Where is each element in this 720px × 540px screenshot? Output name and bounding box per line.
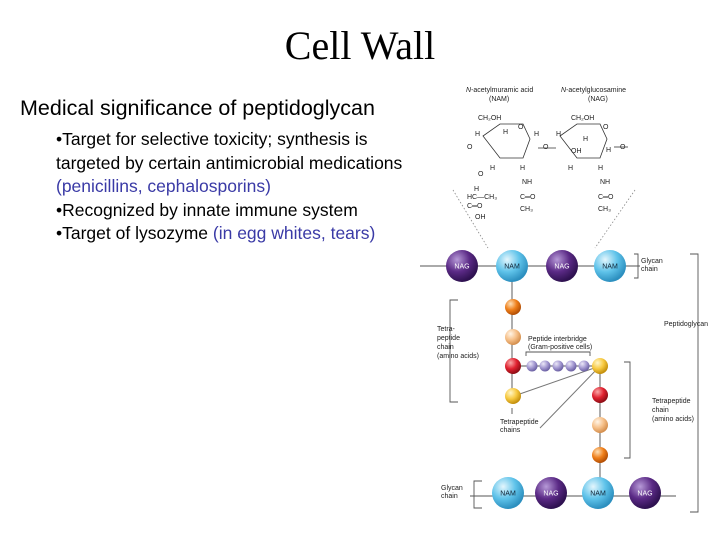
nam-label: NAM — [504, 264, 520, 271]
amino-acid — [505, 388, 521, 404]
right-tetrapeptide — [592, 358, 608, 463]
nag-sphere — [546, 250, 578, 282]
svg-text:O: O — [478, 171, 484, 178]
peptide-interbridge-label: (Gram-positive cells) — [528, 344, 592, 351]
tetrapeptide-right-label: (amino acids) — [652, 416, 694, 423]
left-tetrapeptide — [505, 299, 521, 404]
svg-text:H: H — [503, 129, 508, 136]
svg-text:H: H — [490, 165, 495, 172]
glycan-chain-top-label: chain — [641, 266, 658, 273]
svg-text:H: H — [474, 186, 479, 193]
tetrapeptide-chains-label: Tetrapeptide — [500, 419, 539, 426]
bullet-highlight: (in egg whites, tears) — [212, 223, 376, 244]
svg-text:C═O: C═O — [467, 203, 483, 210]
tetrapeptide-right-label: Tetrapeptide — [652, 398, 691, 405]
amino-acid — [505, 329, 521, 345]
svg-text:O: O — [467, 144, 473, 151]
tetra-peptide-label: chain — [437, 344, 454, 351]
svg-text:C═O: C═O — [520, 194, 536, 201]
svg-text:CH₃: CH₃ — [598, 206, 611, 213]
svg-text:HC—CH₃: HC—CH₃ — [467, 194, 497, 201]
top-glycan-chain: NAG NAM NAG NAM — [446, 250, 626, 282]
svg-text:CH₂OH: CH₂OH — [478, 115, 501, 122]
amino-acid — [592, 387, 608, 403]
svg-text:H: H — [568, 165, 573, 172]
svg-text:H: H — [475, 131, 480, 138]
nam-label: NAM — [602, 264, 618, 271]
bullet-item: •Target for selective toxicity; synthesi… — [56, 128, 426, 199]
amino-acid — [505, 299, 521, 315]
svg-text:H: H — [598, 165, 603, 172]
svg-text:NH: NH — [600, 179, 610, 186]
nag-label: NAG — [554, 264, 569, 271]
chemical-structure: N-acetylmuramic acid (NAM) N-acetylgluco… — [466, 87, 628, 221]
peptidoglycan-label: Peptidoglycan — [664, 321, 708, 328]
nam-structure-abbr: (NAM) — [489, 96, 509, 103]
nag-structure-abbr: (NAG) — [588, 96, 608, 103]
nam-label: NAM — [500, 491, 516, 498]
nag-sphere — [535, 477, 567, 509]
nam-sphere — [582, 477, 614, 509]
svg-text:O: O — [603, 124, 609, 131]
bullet-text: •Recognized by innate immune system — [56, 199, 358, 220]
peptide-interbridge — [526, 360, 590, 372]
peptide-interbridge-label: Peptide interbridge — [528, 336, 587, 343]
tetrapeptide-right-label: chain — [652, 407, 669, 414]
bullet-list: •Target for selective toxicity; synthesi… — [56, 128, 426, 246]
svg-text:CH₂OH: CH₂OH — [571, 115, 594, 122]
svg-text:H: H — [606, 147, 611, 154]
glycan-chain-top-label: Glycan — [641, 258, 663, 265]
slide-heading: Medical significance of peptidoglycan — [20, 96, 375, 120]
svg-text:O: O — [543, 144, 549, 151]
glycan-chain-bottom-label: Glycan — [441, 485, 463, 492]
svg-text:H: H — [583, 136, 588, 143]
nam-label: NAM — [590, 491, 606, 498]
amino-acid — [592, 417, 608, 433]
svg-text:OH: OH — [475, 214, 486, 221]
tetra-peptide-label: peptide — [437, 335, 460, 342]
svg-text:H: H — [534, 131, 539, 138]
nag-label: NAG — [637, 491, 652, 498]
tetra-peptide-label: Tetra- — [437, 326, 456, 333]
nag-label: NAG — [454, 264, 469, 271]
svg-text:OH: OH — [571, 148, 582, 155]
nag-label: NAG — [543, 491, 558, 498]
svg-text:H: H — [520, 165, 525, 172]
bullet-text: •Target of lysozyme — [56, 223, 213, 244]
svg-text:CH₃: CH₃ — [520, 206, 533, 213]
nam-sphere — [594, 250, 626, 282]
bullet-highlight: (penicillins, cephalosporins) — [56, 176, 271, 197]
amino-acid — [592, 447, 608, 463]
nam-sphere — [492, 477, 524, 509]
bottom-glycan-chain: NAM NAG NAM NAG — [492, 477, 661, 509]
svg-text:O: O — [620, 144, 626, 151]
bullet-item: •Target of lysozyme (in egg whites, tear… — [56, 222, 426, 246]
svg-text:NH: NH — [522, 179, 532, 186]
svg-text:O: O — [518, 124, 524, 131]
nag-sphere — [629, 477, 661, 509]
tetrapeptide-chains-label: chains — [500, 427, 521, 434]
slide-title: Cell Wall — [284, 23, 436, 68]
bullet-text: •Target for selective toxicity; synthesi… — [56, 129, 403, 173]
tetra-peptide-label: (amino acids) — [437, 353, 479, 360]
svg-text:H: H — [556, 131, 561, 138]
glycan-chain-bottom-label: chain — [441, 493, 458, 500]
svg-text:C═O: C═O — [598, 194, 614, 201]
nag-structure-label: N-acetylglucosamine — [561, 87, 626, 94]
nam-sphere — [496, 250, 528, 282]
amino-acid — [505, 358, 521, 374]
bullet-item: •Recognized by innate immune system — [56, 199, 426, 223]
nam-structure-label: N-acetylmuramic acid — [466, 87, 533, 94]
amino-acid — [592, 358, 608, 374]
nag-sphere — [446, 250, 478, 282]
